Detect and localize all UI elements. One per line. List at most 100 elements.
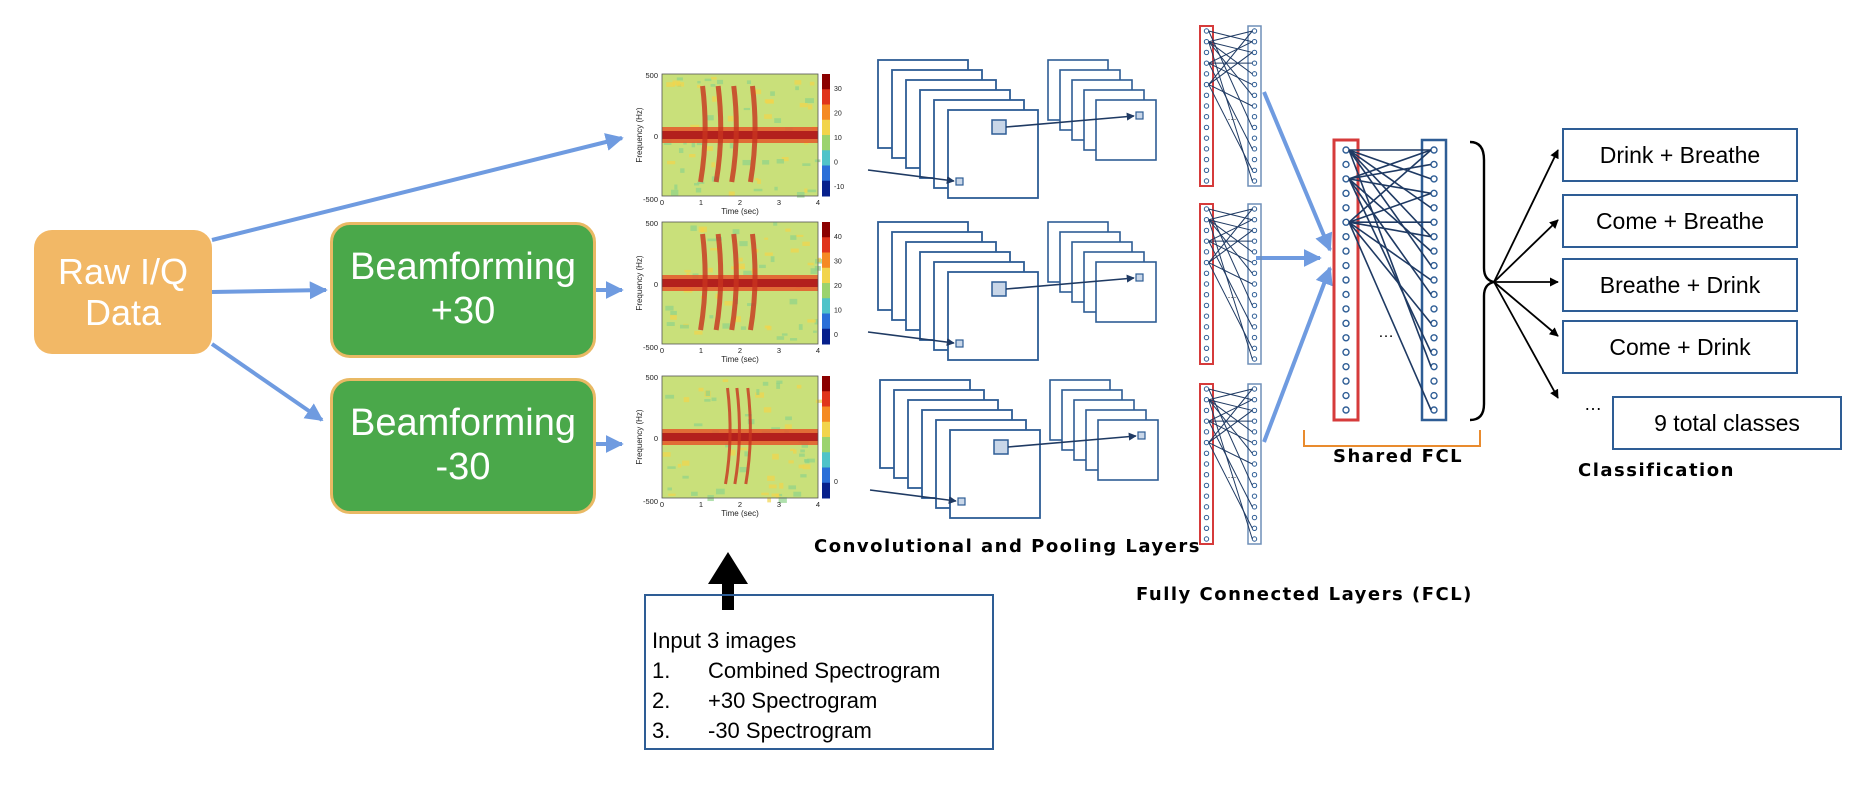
- neuron: [1430, 160, 1438, 169]
- fcl-input-column: [1199, 383, 1214, 545]
- pooled-cell: [1137, 431, 1146, 440]
- fcl-output-column: [1247, 25, 1262, 187]
- noise-patch: [680, 168, 685, 173]
- noise-patch: [676, 77, 683, 81]
- noise-patch: [804, 188, 808, 193]
- noise-patch: [776, 380, 783, 384]
- neuron: [1251, 313, 1258, 319]
- neuron: [1251, 482, 1258, 489]
- noise-patch: [670, 314, 677, 320]
- noise-patch: [807, 458, 815, 463]
- neuron: [1251, 206, 1258, 212]
- neuron: [1430, 377, 1438, 385]
- noise-patch: [710, 84, 716, 87]
- colorbar-segment: [822, 437, 830, 453]
- noise-patch: [747, 303, 755, 307]
- connection: [1208, 442, 1253, 529]
- colorbar-tick: 30: [834, 86, 842, 93]
- neuron: [1203, 418, 1210, 424]
- neuron: [1251, 525, 1258, 531]
- neuron: [1203, 167, 1210, 173]
- x-tick: 0: [660, 198, 664, 207]
- neuron: [1203, 146, 1210, 152]
- flow-arrow: [1262, 91, 1333, 252]
- conv-pool-label: Convolutional and Pooling Layers: [814, 536, 1201, 557]
- noise-patch: [774, 118, 782, 123]
- conv-pool-group-2: [867, 221, 1157, 361]
- item-number: 2.: [652, 688, 671, 713]
- noise-patch: [680, 324, 689, 329]
- pooled-cell: [1135, 273, 1144, 282]
- colorbar-segment: [822, 237, 830, 253]
- noise-patch: [729, 143, 734, 149]
- noise-patch: [785, 228, 791, 232]
- neuron: [1203, 493, 1210, 499]
- noise-patch: [739, 447, 748, 451]
- neuron: [1203, 397, 1210, 403]
- noise-patch: [757, 179, 761, 184]
- input-up-arrow: [708, 552, 748, 610]
- pool-arrow: [1005, 274, 1135, 290]
- connection: [1208, 219, 1253, 242]
- neuron: [1203, 238, 1210, 244]
- neuron: [1251, 49, 1258, 56]
- noise-patch: [764, 99, 774, 103]
- colorbar-segment: [822, 391, 830, 407]
- noise-patch: [667, 466, 676, 469]
- noise-patch: [764, 252, 773, 256]
- neuron: [1251, 71, 1258, 77]
- neuron: [1251, 281, 1258, 287]
- noise-patch: [662, 452, 671, 457]
- connection: [1348, 149, 1432, 367]
- item-text: +30 Spectrogram: [708, 688, 878, 713]
- noise-patch: [676, 82, 685, 87]
- conv-pool-layers: [867, 59, 1159, 519]
- neuron: [1251, 334, 1258, 341]
- neuron: [1203, 39, 1210, 45]
- noise-patch: [773, 222, 778, 226]
- colorbar-segment: [822, 406, 830, 423]
- connection: [1208, 230, 1253, 263]
- noise-patch: [800, 449, 805, 453]
- neuron: [1203, 292, 1210, 298]
- connection: [1208, 52, 1253, 85]
- plot-frame: [661, 375, 819, 499]
- noise-patch: [742, 159, 751, 166]
- noise-patch: [715, 488, 725, 495]
- neuron: [1203, 92, 1210, 98]
- neuron: [1251, 324, 1258, 330]
- noise-patch: [789, 448, 795, 452]
- noise-patch: [795, 234, 804, 237]
- neuron: [1430, 406, 1438, 414]
- noise-patch: [697, 181, 705, 184]
- neuron: [1342, 247, 1350, 255]
- neuron: [1342, 146, 1350, 154]
- colorbar-segment: [822, 421, 830, 438]
- neuron: [1251, 504, 1258, 510]
- noise-patch: [666, 322, 675, 326]
- noise-patch: [781, 157, 789, 162]
- colorbar-segment: [822, 376, 830, 392]
- kernel-window: [991, 119, 1007, 135]
- classification-arrows: [708, 149, 1559, 610]
- noise-patch: [725, 442, 730, 448]
- noise-patch: [805, 98, 814, 104]
- connection: [1348, 178, 1432, 353]
- noise-patch: [801, 443, 809, 448]
- noise-patch: [665, 305, 674, 311]
- conv-pool-group-3: [869, 379, 1159, 519]
- connection: [1208, 41, 1253, 53]
- noise-patch: [756, 389, 760, 396]
- connection: [1208, 399, 1253, 422]
- noise-patch: [795, 86, 799, 91]
- x-tick: 2: [738, 500, 742, 509]
- connection: [1208, 30, 1253, 85]
- input-arrow: [869, 489, 957, 505]
- noise-patch: [682, 475, 689, 479]
- class-arrow: [1493, 281, 1559, 337]
- raw-iq-data-box: Raw I/Q Data: [34, 230, 212, 354]
- signal-streak: [713, 233, 724, 331]
